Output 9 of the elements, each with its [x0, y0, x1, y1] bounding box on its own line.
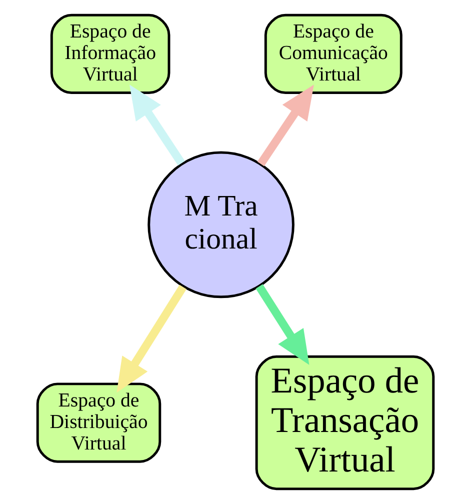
node-circle: M Tra cional	[147, 151, 294, 298]
arrow	[256, 84, 314, 166]
node-box: Espaço de Informação Virtual	[50, 14, 170, 94]
arrow	[129, 84, 184, 166]
node-box: Espaço de Distribuição Virtual	[36, 382, 161, 463]
arrow	[116, 284, 186, 393]
arrow	[255, 284, 309, 365]
node-box: Espaço de Comunicação Virtual	[264, 14, 402, 94]
node-box: Espaço de Transação Virtual	[254, 355, 434, 490]
